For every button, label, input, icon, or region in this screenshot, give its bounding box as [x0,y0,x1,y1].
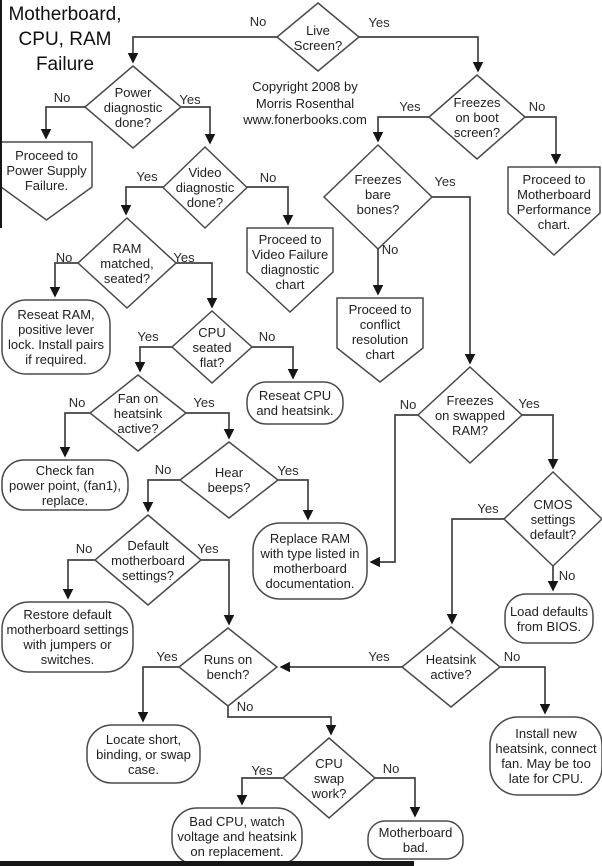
scan-border-left [0,0,2,228]
edge-default-settings-yes [201,559,235,626]
node-replace-ram-shape [252,522,368,600]
edge-cpu-swap-no [375,777,421,818]
edge-runs-bench-no [227,706,337,736]
edge-cpu-swap-yes [236,777,283,806]
edge-freezes-bare-yes [432,196,476,365]
edge-heatsink-active-no [500,666,551,715]
node-bad-cpu-shape [171,807,303,866]
scan-border-bottom [0,861,414,866]
edge-freezes-swapped-yes [522,414,559,470]
page-title: Motherboard, CPU, RAM Failure [8,4,122,75]
node-mb-performance-shape [507,166,601,257]
node-power-diagnostic-shape [83,65,183,149]
edge-hear-beeps-yes [278,479,314,521]
node-cmos-shape [502,470,602,568]
node-motherboard-bad-shape [367,820,464,860]
node-runs-bench-shape [177,627,279,707]
edge-fan-heatsink-no [59,412,90,458]
node-cpu-swap-shape [281,737,377,819]
edge-cpu-seated-yes [134,346,172,373]
node-video-diagnostic-shape [161,145,249,230]
node-freezes-boot-shape [427,74,527,160]
node-cpu-seated-shape [170,309,254,385]
edge-freezes-boot-no [525,116,562,165]
edge-ram-matched-yes [176,262,218,309]
node-reseat-ram-shape [1,299,111,375]
node-ram-matched-shape [76,216,178,310]
edge-power-diagnostic-yes [181,106,216,145]
edge-freezes-swapped-no [369,414,418,568]
edge-video-diagnostic-yes [120,186,163,216]
node-fan-heatsink-shape [88,374,188,452]
node-hear-beeps-shape [178,441,280,519]
edge-video-diagnostic-no [247,186,294,226]
edge-runs-bench-yes [137,666,179,723]
node-locate-short-shape [86,724,201,784]
node-conflict-resolution-shape [336,297,424,383]
node-check-fan-shape [1,459,129,511]
edge-freezes-boot-yes [372,116,429,143]
edge-fan-heatsink-yes [186,412,235,440]
node-live-screen-shape [275,2,361,72]
edge-ram-matched-no [49,262,78,298]
edge-default-settings-no [62,559,95,600]
node-video-failure-shape [246,227,334,314]
edge-live-screen-yes [359,36,484,73]
edge-cpu-seated-no [252,346,299,380]
node-reseat-cpu-shape [246,381,344,425]
edge-power-diagnostic-no [40,106,85,140]
node-freezes-swapped-shape [416,365,524,465]
node-install-heatsink-shape [489,716,602,796]
node-load-defaults-shape [504,593,594,644]
copyright-text: Copyright 2008 by Morris Rosenthal www.f… [243,79,367,127]
node-heatsink-active-shape [400,626,502,708]
node-default-settings-shape [93,514,203,606]
node-restore-default-shape [1,601,134,673]
node-freezes-bare-shape [322,143,434,251]
edge-hear-beeps-no [142,479,180,513]
edge-live-screen-no [127,36,277,64]
node-power-supply-failure-shape [0,141,93,221]
edge-cmos-yes [446,518,504,625]
